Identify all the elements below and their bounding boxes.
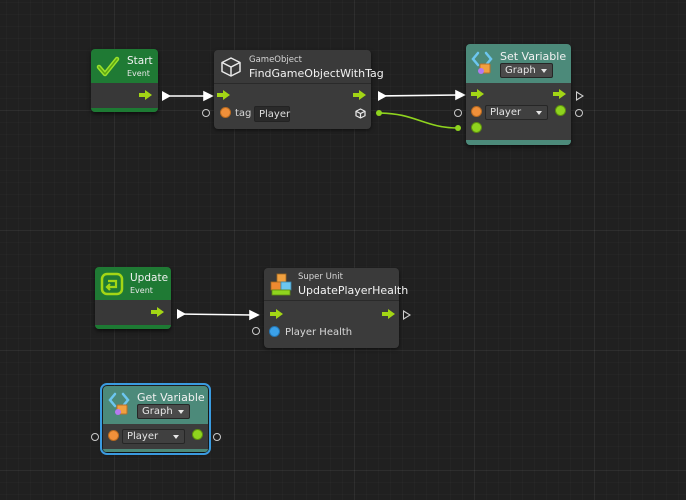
set-variable-scope-dropdown[interactable]: Graph xyxy=(500,63,553,78)
chevron-down-icon xyxy=(177,410,184,414)
player-health-label: Player Health xyxy=(285,327,353,338)
variable-icon xyxy=(471,51,493,74)
set-variable-footer xyxy=(466,140,571,145)
set-variable-node[interactable]: Set Variable Graph Player xyxy=(466,44,571,145)
control-output-port[interactable] xyxy=(382,309,395,319)
update-node-footer xyxy=(95,325,171,329)
super-unit-node[interactable]: Super Unit UpdatePlayerHealth Player Hea… xyxy=(264,268,408,348)
value-output-port[interactable] xyxy=(192,429,203,440)
find-gameobject-node[interactable]: GameObject FindGameObjectWithTag tag Pla… xyxy=(214,50,384,129)
set-variable-left-port[interactable] xyxy=(454,109,462,117)
start-event-node[interactable]: Start Event xyxy=(91,49,158,112)
find-node-title: FindGameObjectWithTag xyxy=(249,67,384,80)
variable-name-label: Player xyxy=(490,107,522,118)
control-input-port[interactable] xyxy=(217,90,230,100)
wire-find-to-setvar xyxy=(377,94,459,97)
set-variable-right-port[interactable] xyxy=(575,109,583,117)
set-variable-exit-port[interactable] xyxy=(576,91,584,101)
wire-arrow xyxy=(455,89,466,101)
tag-input-port[interactable] xyxy=(220,107,231,118)
set-variable-header[interactable]: Set Variable Graph xyxy=(466,44,571,83)
tag-value-field[interactable]: Player xyxy=(254,106,290,122)
wire-object-value xyxy=(378,112,459,129)
get-variable-left-port[interactable] xyxy=(91,433,99,441)
super-unit-body: Player Health xyxy=(264,301,399,348)
scope-label: Graph xyxy=(142,406,173,417)
checkmark-icon xyxy=(96,56,120,77)
control-output-port[interactable] xyxy=(553,89,566,99)
value-input-port[interactable] xyxy=(471,122,482,133)
value-output-port[interactable] xyxy=(555,105,566,116)
start-node-title: Start xyxy=(127,55,153,67)
control-output-port[interactable] xyxy=(151,307,164,317)
super-unit-default-port[interactable] xyxy=(252,327,260,335)
get-variable-footer xyxy=(103,449,208,452)
get-variable-header[interactable]: Get Variable Graph xyxy=(103,386,208,424)
cube-output-icon[interactable] xyxy=(355,108,366,119)
find-node-header[interactable]: GameObject FindGameObjectWithTag xyxy=(214,50,384,84)
control-input-port[interactable] xyxy=(471,89,484,99)
boxes-icon xyxy=(270,273,292,296)
chevron-down-icon xyxy=(536,111,542,115)
tag-label: tag xyxy=(235,108,252,119)
cube-icon xyxy=(221,57,241,77)
update-node-title: Update xyxy=(130,272,169,284)
variable-name-label: Player xyxy=(127,431,159,442)
get-variable-body: Player xyxy=(103,424,208,452)
get-variable-name-dropdown[interactable]: Player xyxy=(122,429,185,444)
set-variable-name-dropdown[interactable]: Player xyxy=(485,105,548,120)
update-node-subtitle: Event xyxy=(130,286,153,295)
wire-update-to-superunit xyxy=(176,313,253,316)
find-node-kind: GameObject xyxy=(249,55,302,65)
set-variable-title: Set Variable xyxy=(500,50,567,63)
find-default-port[interactable] xyxy=(202,109,210,117)
control-input-port[interactable] xyxy=(270,309,283,319)
chevron-down-icon xyxy=(173,435,179,439)
wire-arrow xyxy=(203,90,214,102)
set-variable-body: Player xyxy=(466,83,571,145)
start-node-subtitle: Event xyxy=(127,69,150,78)
control-output-port[interactable] xyxy=(353,90,366,100)
control-output-port[interactable] xyxy=(139,90,152,100)
find-node-body: tag Player xyxy=(214,84,371,129)
get-variable-scope-dropdown[interactable]: Graph xyxy=(137,404,190,419)
update-node-header[interactable]: Update Event xyxy=(95,267,171,300)
update-node-body xyxy=(95,300,171,329)
scope-label: Graph xyxy=(505,65,536,76)
get-variable-node[interactable]: Get Variable Graph Player xyxy=(100,383,211,455)
super-unit-kind: Super Unit xyxy=(298,272,343,282)
variable-name-port[interactable] xyxy=(471,106,482,117)
player-health-input-port[interactable] xyxy=(269,326,280,337)
super-unit-header[interactable]: Super Unit UpdatePlayerHealth xyxy=(264,268,408,301)
wire-arrow xyxy=(249,309,260,321)
get-variable-right-port[interactable] xyxy=(213,433,221,441)
loop-arrow-icon xyxy=(100,272,124,296)
super-unit-title: UpdatePlayerHealth xyxy=(298,284,409,297)
chevron-down-icon xyxy=(540,69,547,73)
variable-name-port[interactable] xyxy=(108,430,119,441)
start-node-footer xyxy=(91,108,158,112)
start-node-body xyxy=(91,83,158,112)
variable-icon xyxy=(108,392,130,415)
super-unit-exit-port[interactable] xyxy=(403,310,411,320)
get-variable-title: Get Variable xyxy=(137,391,205,404)
update-event-node[interactable]: Update Event xyxy=(95,267,171,329)
start-node-header[interactable]: Start Event xyxy=(91,49,158,83)
